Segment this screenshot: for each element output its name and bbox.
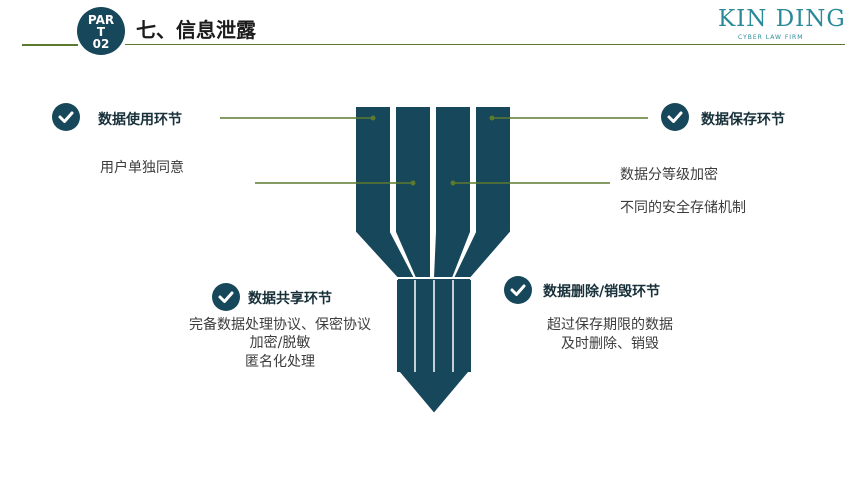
check-icon (504, 276, 532, 304)
logo-name: KIN DING (718, 6, 846, 32)
stage-detail-storage-2: 不同的安全存储机制 (620, 200, 746, 216)
connector-dot (370, 115, 376, 121)
stage-title-use: 数据使用环节 (98, 112, 182, 128)
logo-tagline: CYBER LAW FIRM (738, 34, 804, 41)
part-label-line3: 02 (92, 37, 110, 51)
part-label-line2: T (96, 25, 106, 39)
stage-detail-sharing-2: 加密/脱敏 (249, 335, 311, 351)
stage-detail-sharing-1: 完备数据处理协议、保密协议 (189, 317, 371, 333)
connector-dot (450, 180, 456, 186)
stage-detail-deletion-2: 及时删除、销毁 (561, 336, 659, 352)
page-title: 七、信息泄露 (136, 18, 256, 42)
stage-detail-deletion-1: 超过保存期限的数据 (547, 317, 673, 333)
check-icon (52, 103, 80, 131)
connector-dot (489, 115, 495, 121)
title-rule-left (22, 44, 78, 46)
check-icon (212, 283, 240, 311)
stage-title-sharing: 数据共享环节 (248, 291, 332, 307)
connector-dot (410, 180, 416, 186)
stage-detail-storage-1: 数据分等级加密 (620, 167, 718, 183)
stage-detail-use-1: 用户单独同意 (100, 160, 184, 176)
check-icon (661, 103, 689, 131)
stage-detail-sharing-3: 匿名化处理 (245, 354, 315, 370)
stage-title-deletion: 数据删除/销毁环节 (543, 284, 661, 300)
stage-title-storage: 数据保存环节 (701, 112, 785, 128)
title-rule-right (125, 44, 845, 45)
part-label-line1: PAR (87, 13, 115, 27)
part-badge: PAR T 02 (77, 7, 125, 55)
